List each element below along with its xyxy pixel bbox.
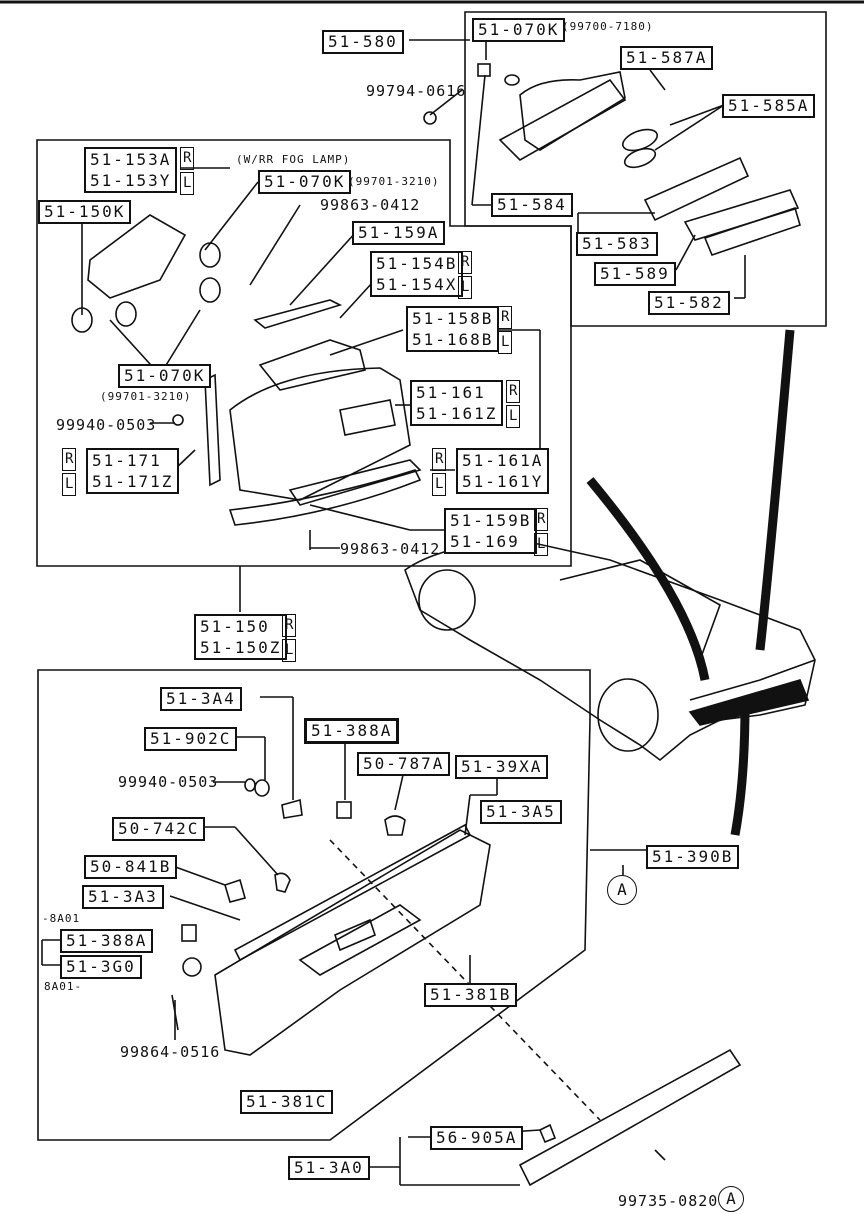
part-51-161-group: 51-161 51-161Z — [410, 380, 504, 426]
part-56-905A: 56-905A — [430, 1126, 524, 1150]
part-50-742C: 50-742C — [112, 817, 206, 841]
note-with-rear-fog-lamp: (W/RR FOG LAMP) — [236, 153, 351, 166]
lamp-gasket-upper — [258, 339, 366, 391]
part-51-580: 51-580 — [322, 30, 404, 54]
part-51-171: 51-171 — [92, 451, 162, 470]
part-51-381B: 51-381B — [424, 983, 518, 1007]
part-50-787A: 50-787A — [357, 752, 451, 776]
side-marker-housing — [519, 71, 626, 151]
part-99863-0412-upper: 99863-0412 — [320, 196, 421, 214]
part-50-841B: 50-841B — [84, 855, 178, 879]
note-8A01-to: 8A01- — [44, 980, 83, 993]
part-51-584: 51-584 — [491, 193, 573, 217]
note-99700-7180: (99700-7180) — [562, 20, 654, 33]
part-51-070K-upper: 51-070K — [472, 18, 566, 42]
part-51-390B: 51-390B — [646, 845, 740, 869]
side-marker-gasket — [683, 189, 800, 241]
part-51-154-group: 51-154B 51-154X — [370, 251, 464, 297]
part-51-168B: 51-168B — [412, 330, 494, 349]
part-51-582: 51-582 — [648, 291, 730, 315]
rl-51-161: R L — [506, 380, 521, 430]
part-51-161: 51-161 — [416, 383, 486, 402]
part-51-161Y: 51-161Y — [462, 472, 544, 491]
rl-51-150: R L — [282, 614, 297, 664]
inset-frame-rear-combination-lamp — [36, 139, 572, 567]
part-51-153-group: 51-153A 51-153Y — [84, 147, 178, 193]
part-51-158B: 51-158B — [412, 309, 494, 328]
part-51-169: 51-169 — [450, 532, 520, 551]
part-51-154B: 51-154B — [376, 254, 458, 273]
lamp-lower-gasket — [228, 469, 422, 526]
part-51-3A4: 51-3A4 — [160, 687, 242, 711]
part-51-159B-group: 51-159B 51-169 — [444, 508, 538, 554]
part-51-902C: 51-902C — [144, 727, 238, 751]
part-99794-0616: 99794-0616 — [366, 82, 467, 100]
part-51-171Z: 51-171Z — [92, 472, 174, 491]
part-51-3A3: 51-3A3 — [82, 885, 164, 909]
part-51-585A: 51-585A — [722, 94, 816, 118]
rl-51-159B: R L — [534, 508, 549, 558]
rl-right: R — [180, 147, 195, 170]
side-marker-lens — [643, 156, 750, 222]
rl-51-158: R L — [498, 306, 513, 356]
note-99701-3210-b: (99701-3210) — [100, 390, 192, 403]
rear-combination-lamp — [229, 367, 411, 501]
part-99735-0820: 99735-0820 — [618, 1192, 719, 1210]
lamp-gasket-side — [204, 373, 221, 487]
part-99864-0516: 99864-0516 — [120, 1043, 221, 1061]
ref-A-lower: A — [718, 1186, 744, 1212]
rear-finish-panel — [214, 829, 491, 1056]
part-51-39XA: 51-39XA — [455, 755, 549, 779]
rl-51-171: R L — [62, 448, 77, 498]
part-51-153A: 51-153A — [90, 150, 172, 169]
part-51-388A-upper: 51-388A — [304, 718, 400, 744]
part-99940-0503-lower: 99940-0503 — [118, 773, 219, 791]
part-51-161Z: 51-161Z — [416, 404, 498, 423]
part-51-153Y: 51-153Y — [90, 171, 172, 190]
part-51-161A: 51-161A — [462, 451, 544, 470]
note-99701-3210-a: (99701-3210) — [348, 175, 440, 188]
rl-51-153: R L — [180, 147, 195, 197]
part-51-3G0: 51-3G0 — [60, 955, 142, 979]
part-51-150: 51-150 — [200, 617, 270, 636]
part-51-589: 51-589 — [594, 262, 676, 286]
part-51-161A-group: 51-161A 51-161Y — [456, 448, 550, 494]
part-51-587A: 51-587A — [620, 46, 714, 70]
part-51-583: 51-583 — [576, 232, 658, 256]
part-51-158-group: 51-158B 51-168B — [406, 306, 500, 352]
part-51-070K-lower: 51-070K — [118, 364, 212, 388]
part-51-150-group: 51-150 51-150Z — [194, 614, 288, 660]
part-99863-0412-lower: 99863-0412 — [340, 540, 441, 558]
inset-frame-rear-finish-panel — [37, 669, 591, 1141]
lamp-socket-harness — [87, 214, 187, 299]
part-51-3A5: 51-3A5 — [480, 800, 562, 824]
rl-51-154: R L — [458, 251, 473, 301]
part-51-171-group: 51-171 51-171Z — [86, 448, 180, 494]
part-51-154X: 51-154X — [376, 275, 458, 294]
note-8A01-from: -8A01 — [42, 912, 81, 925]
part-51-070K-fog: 51-070K — [258, 170, 352, 194]
part-51-381C: 51-381C — [240, 1090, 334, 1114]
vehicle-body-outline — [404, 539, 816, 762]
part-51-150Z: 51-150Z — [200, 638, 282, 657]
part-51-159B: 51-159B — [450, 511, 532, 530]
rl-51-161A: R L — [432, 448, 447, 498]
rear-garnish — [518, 1048, 742, 1187]
part-51-150K: 51-150K — [38, 200, 132, 224]
part-99940-0503-upper: 99940-0503 — [56, 416, 157, 434]
part-51-159A: 51-159A — [352, 221, 446, 245]
part-51-3A0: 51-3A0 — [288, 1156, 370, 1180]
ref-A-upper: A — [607, 875, 637, 905]
part-51-388A-lower: 51-388A — [60, 929, 154, 953]
rl-left: L — [180, 172, 195, 195]
